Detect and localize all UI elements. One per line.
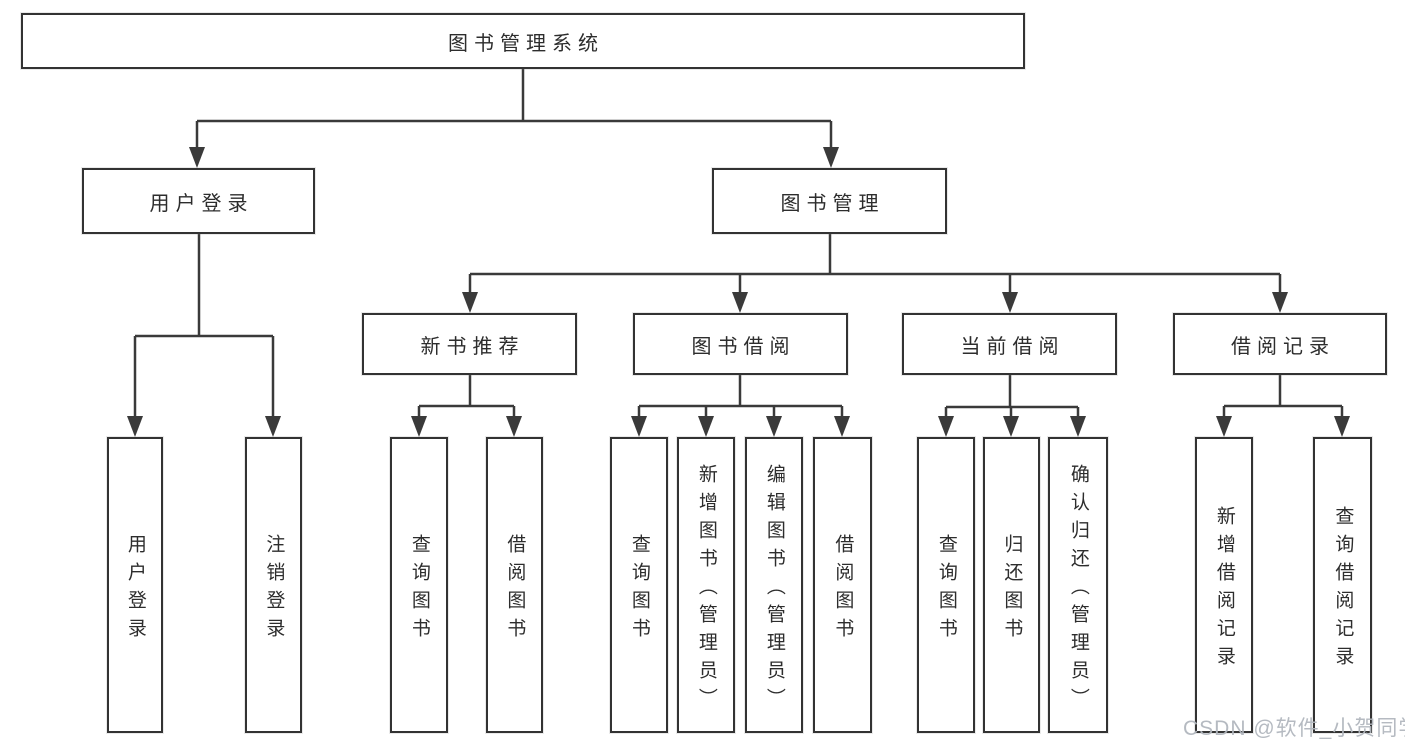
leaf-add-books-admin: 新增图书（管理员）	[677, 437, 735, 733]
arrowhead-icon	[411, 416, 427, 437]
leaf-borrow-books-recommend: 借阅图书	[486, 437, 543, 733]
node-user-login: 用户登录	[82, 168, 315, 234]
leaf-confirm-return-admin-label: 确认归还（管理员）	[1067, 463, 1089, 716]
leaf-user-login: 用户登录	[107, 437, 163, 733]
leaf-query-borrow-record-label: 查询借阅记录	[1332, 505, 1354, 674]
node-library-management-system: 图书管理系统	[21, 13, 1025, 69]
node-borrow-records-label: 借阅记录	[1231, 335, 1335, 358]
arrowhead-icon	[1272, 292, 1288, 313]
arrowhead-icon	[766, 416, 782, 437]
arrowhead-icon	[462, 292, 478, 313]
node-book-management: 图书管理	[712, 168, 947, 234]
leaf-logout-label: 注销登录	[263, 533, 285, 646]
leaf-borrow-books-recommend-label: 借阅图书	[504, 533, 526, 646]
node-new-book-recommend: 新书推荐	[362, 313, 577, 375]
leaf-query-books-current-label: 查询图书	[935, 533, 957, 646]
leaf-add-borrow-record: 新增借阅记录	[1195, 437, 1253, 733]
leaf-return-books: 归还图书	[983, 437, 1040, 733]
connector-root-to-level1	[195, 69, 833, 150]
connector-book-management-to-level2	[468, 234, 1282, 294]
arrowhead-icon	[631, 416, 647, 437]
node-book-borrow-label: 图书借阅	[691, 335, 796, 358]
connector-current-borrow-to-leaves	[944, 375, 1080, 418]
arrowhead-icon	[834, 416, 850, 437]
node-book-management-label: 图书管理	[780, 192, 885, 215]
arrowhead-icon	[698, 416, 714, 437]
connector-user-login-to-leaves	[133, 234, 275, 418]
arrowhead-icon	[506, 416, 522, 437]
leaf-query-books-borrow-label: 查询图书	[628, 533, 650, 646]
arrowhead-icon	[1334, 416, 1350, 437]
leaf-return-books-label: 归还图书	[1001, 533, 1023, 646]
node-borrow-records: 借阅记录	[1173, 313, 1387, 375]
connector-borrow-records-to-leaves	[1222, 375, 1344, 418]
leaf-edit-books-admin: 编辑图书（管理员）	[745, 437, 803, 733]
arrowhead-icon	[1216, 416, 1232, 437]
arrowhead-icon	[265, 416, 281, 437]
node-current-borrow: 当前借阅	[902, 313, 1117, 375]
arrowhead-icon	[189, 147, 205, 168]
node-new-book-recommend-label: 新书推荐	[420, 335, 525, 358]
arrowhead-icon	[1070, 416, 1086, 437]
leaf-logout: 注销登录	[245, 437, 302, 733]
arrowhead-icon	[732, 292, 748, 313]
leaf-query-books-recommend-label: 查询图书	[408, 533, 430, 646]
node-user-login-label: 用户登录	[149, 192, 254, 215]
arrowhead-icon	[127, 416, 143, 437]
leaf-query-books-borrow: 查询图书	[610, 437, 668, 733]
node-library-management-system-label: 图书管理系统	[448, 32, 604, 55]
arrowhead-icon	[1003, 416, 1019, 437]
node-current-borrow-label: 当前借阅	[960, 335, 1065, 358]
node-book-borrow: 图书借阅	[633, 313, 848, 375]
csdn-watermark: CSDN @软件_小贺同学	[1183, 717, 1405, 740]
arrowhead-icon	[823, 147, 839, 168]
leaf-add-books-admin-label: 新增图书（管理员）	[695, 463, 717, 716]
connector-new-book-recommend-to-leaves	[417, 375, 516, 418]
leaf-borrow-books-label: 借阅图书	[832, 533, 854, 646]
leaf-user-login-label: 用户登录	[124, 533, 146, 646]
leaf-edit-books-admin-label: 编辑图书（管理员）	[763, 463, 785, 716]
leaf-add-borrow-record-label: 新增借阅记录	[1213, 505, 1235, 674]
leaf-query-books-current: 查询图书	[917, 437, 975, 733]
leaf-query-books-recommend: 查询图书	[390, 437, 448, 733]
leaf-query-borrow-record: 查询借阅记录	[1313, 437, 1372, 733]
leaf-confirm-return-admin: 确认归还（管理员）	[1048, 437, 1108, 733]
leaf-borrow-books: 借阅图书	[813, 437, 872, 733]
arrowhead-icon	[1002, 292, 1018, 313]
arrowhead-icon	[938, 416, 954, 437]
connector-book-borrow-to-leaves	[637, 375, 844, 418]
